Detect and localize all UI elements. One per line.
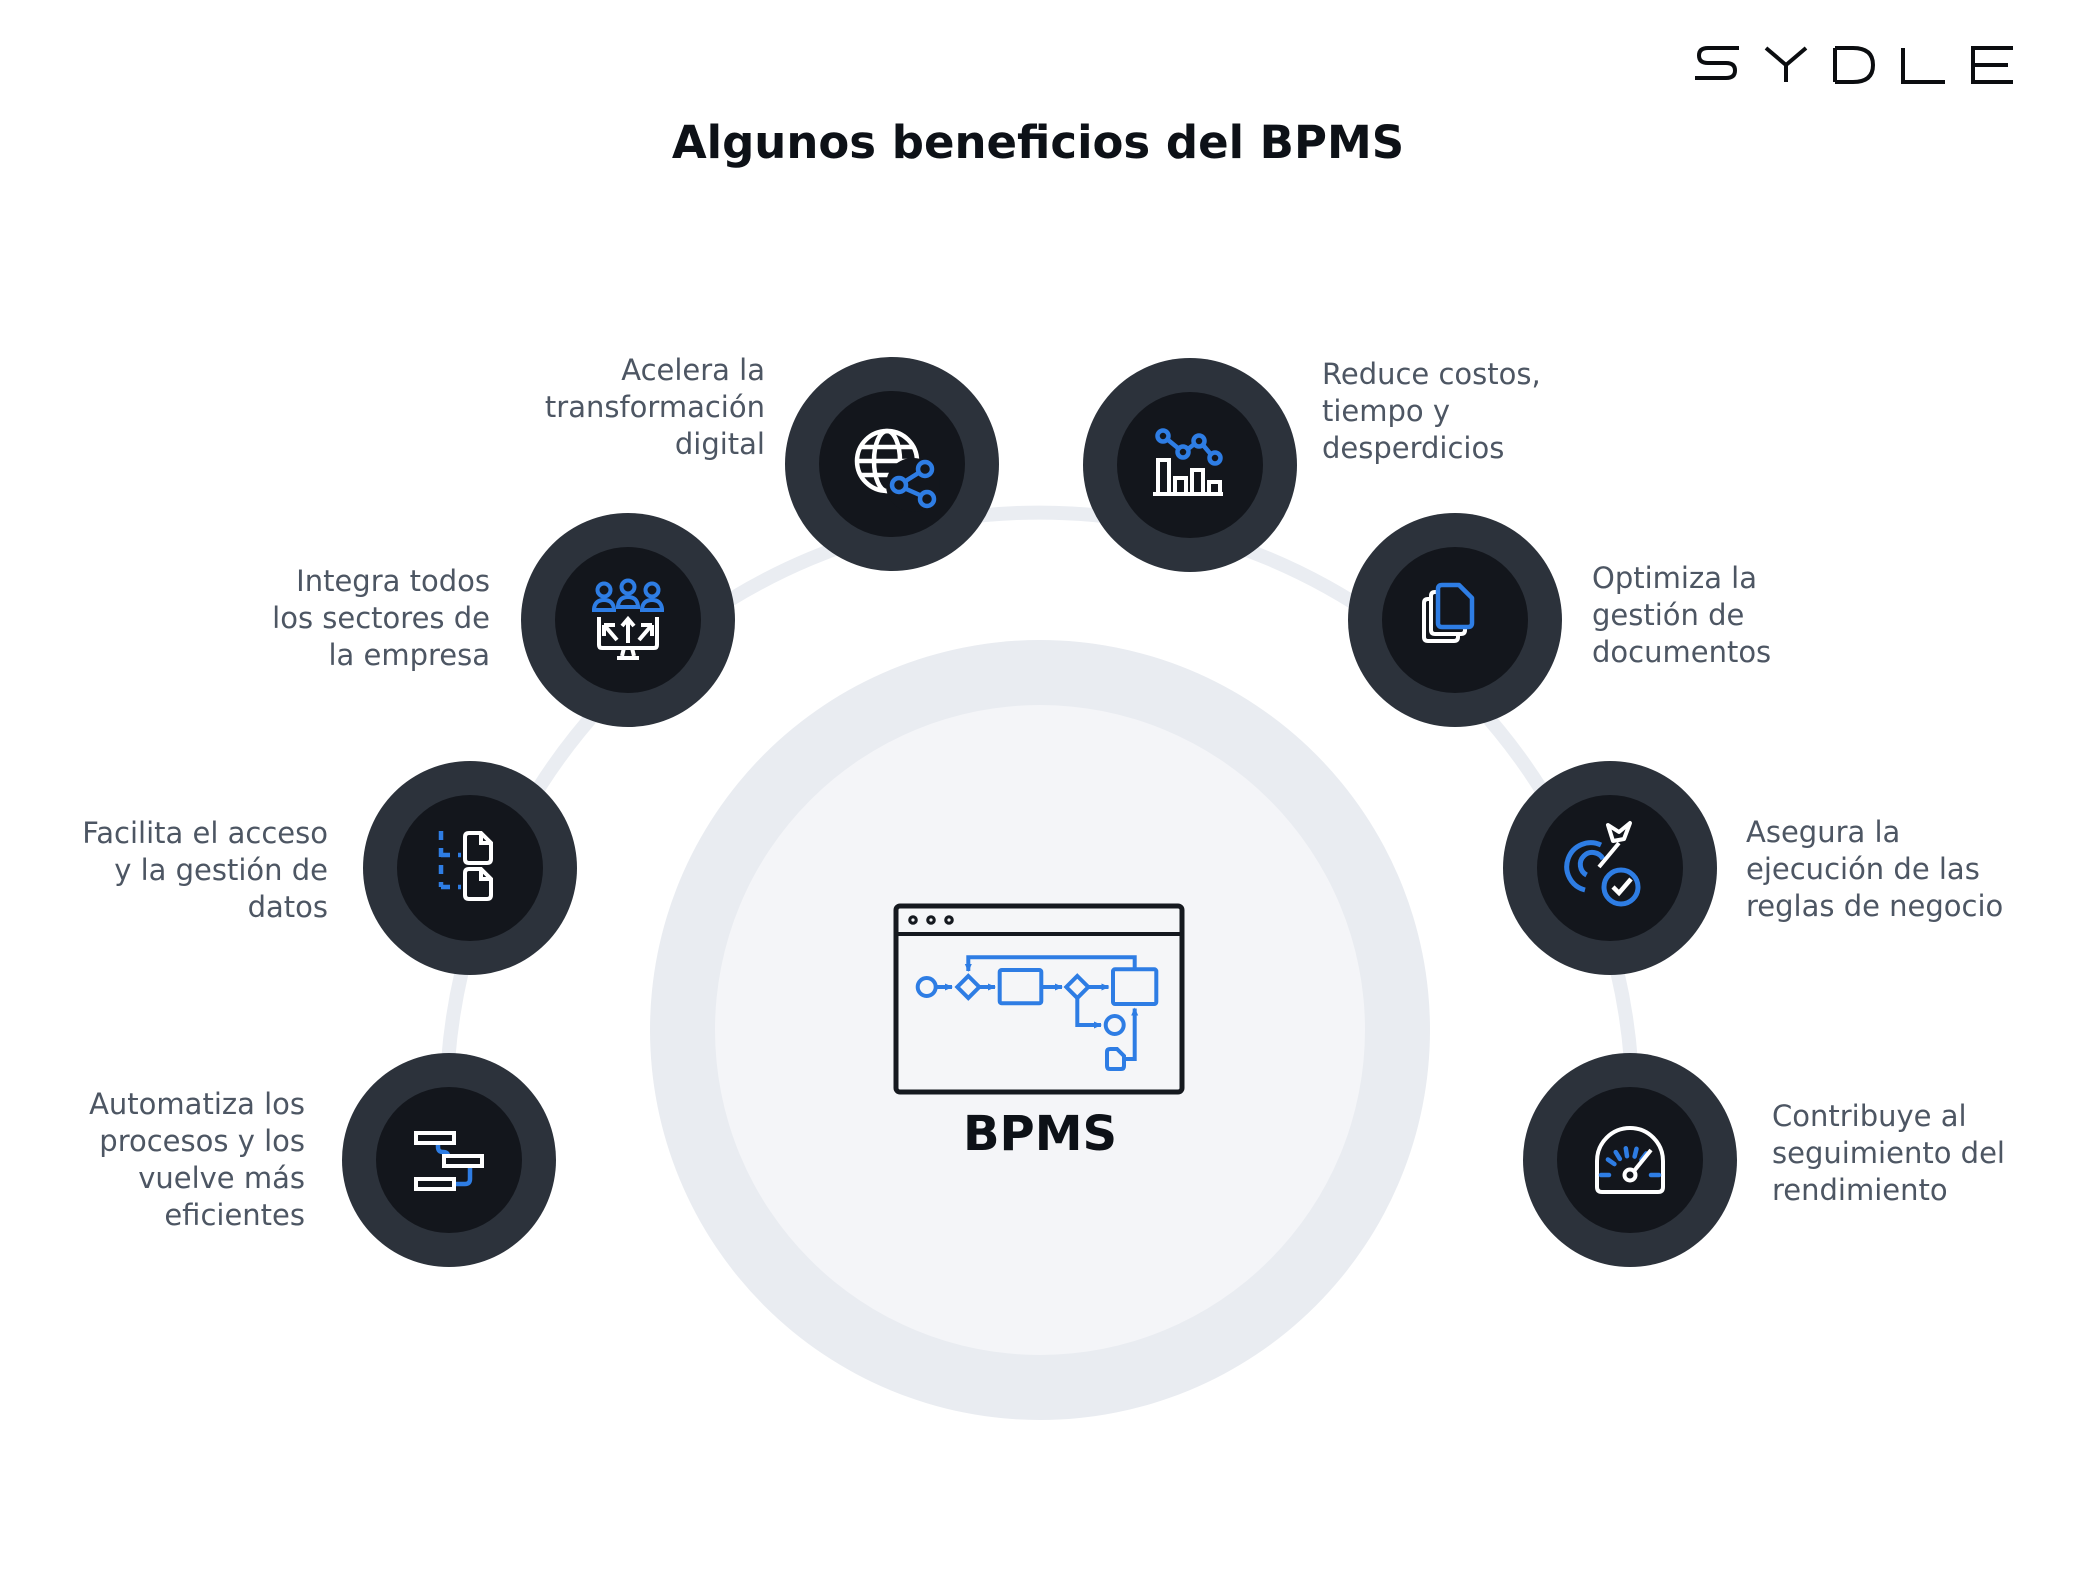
documents-stack-icon bbox=[1422, 582, 1475, 643]
benefit-label-business-rules: Asegura la ejecución de las reglas de ne… bbox=[1746, 815, 2004, 923]
benefit-data-access bbox=[363, 761, 577, 975]
benefit-label-digital-transformation: Acelera la transformación digital bbox=[544, 353, 765, 461]
benefit-circle-inner bbox=[1117, 392, 1263, 538]
benefit-process-automation bbox=[342, 1053, 556, 1267]
benefit-label-document-management: Optimiza la gestión de documentos bbox=[1592, 561, 1772, 669]
people-monitor-icon bbox=[592, 578, 664, 660]
logo-letter-e bbox=[1971, 46, 2013, 84]
globe-share-icon bbox=[854, 428, 940, 512]
benefit-digital-transformation bbox=[785, 357, 999, 571]
benefit-document-management bbox=[1348, 513, 1562, 727]
data-tree-documents-icon bbox=[438, 831, 493, 901]
benefit-business-rules bbox=[1503, 761, 1717, 975]
benefit-label-process-automation: Automatiza los procesos y los vuelve más… bbox=[89, 1087, 305, 1232]
window-dots-icon bbox=[908, 915, 954, 925]
benefit-performance-tracking bbox=[1523, 1053, 1737, 1267]
benefit-label-cost-reduction: Reduce costos, tiempo y desperdicios bbox=[1322, 357, 1541, 465]
center-label: BPMS bbox=[962, 1106, 1118, 1162]
benefit-circle-inner bbox=[819, 391, 965, 537]
gauge-icon bbox=[1595, 1126, 1665, 1194]
declining-chart-icon bbox=[1153, 428, 1223, 496]
benefit-label-data-access: Facilita el acceso y la gestión de datos bbox=[82, 816, 328, 924]
benefit-circle-inner bbox=[1557, 1087, 1703, 1233]
process-flow-icon bbox=[414, 1131, 484, 1191]
benefit-label-performance-tracking: Contribuye al seguimiento del rendimient… bbox=[1772, 1099, 2005, 1207]
page-title: Algunos beneficios del BPMS bbox=[671, 116, 1405, 169]
bpmn-diagram bbox=[915, 955, 1159, 1071]
benefit-cost-reduction bbox=[1083, 358, 1297, 572]
logo-letter-l bbox=[1901, 48, 1945, 84]
logo-letter-d bbox=[1833, 46, 1876, 84]
bpmn-process-window-icon bbox=[893, 903, 1185, 1095]
benefit-circle-inner bbox=[376, 1087, 522, 1233]
benefit-circle-inner bbox=[1537, 795, 1683, 941]
sydle-logo bbox=[1695, 46, 2013, 84]
logo-letter-y bbox=[1764, 46, 1808, 82]
target-dart-check-icon bbox=[1564, 821, 1641, 907]
benefit-sector-integration bbox=[521, 513, 735, 727]
logo-letter-s bbox=[1695, 46, 1739, 80]
benefit-label-sector-integration: Integra todos los sectores de la empresa bbox=[272, 564, 490, 672]
